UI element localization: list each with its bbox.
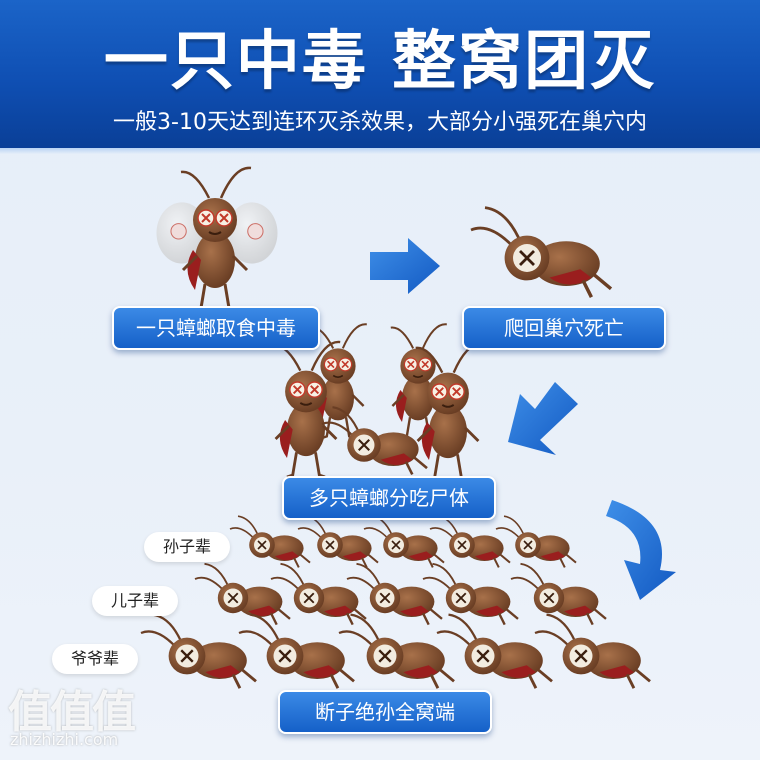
header-divider bbox=[0, 148, 760, 154]
watermark-logo: 值值值 bbox=[8, 687, 136, 738]
poisoned-roach-illustration bbox=[156, 166, 278, 312]
watermark-url: zhizhizhi.com bbox=[10, 730, 119, 749]
generation-children-label: 儿子辈 bbox=[92, 586, 178, 616]
step-3-label: 多只蟑螂分吃尸体 bbox=[282, 476, 496, 520]
grandparents-roaches bbox=[139, 613, 652, 690]
dead-roach-illustration bbox=[469, 205, 613, 299]
subline: 一般3-10天达到连环灭杀效果，大部分小强死在巢穴内 bbox=[113, 110, 647, 135]
step-2-label: 爬回巢穴死亡 bbox=[462, 306, 666, 350]
step-1-label: 一只蟑螂取食中毒 bbox=[112, 306, 320, 350]
arrow-down-left-icon bbox=[508, 382, 578, 455]
step-4-label: 断子绝孙全窝端 bbox=[278, 690, 492, 734]
header-banner bbox=[0, 0, 760, 148]
grandchildren-roaches bbox=[228, 515, 578, 569]
generation-grandparents-label: 爷爷辈 bbox=[52, 644, 138, 674]
generation-grandchildren-label: 孙子辈 bbox=[144, 532, 230, 562]
curved-arrow-icon bbox=[606, 500, 676, 600]
headline: 一只中毒 整窝团灭 bbox=[103, 25, 657, 99]
arrow-right-icon bbox=[370, 238, 440, 294]
